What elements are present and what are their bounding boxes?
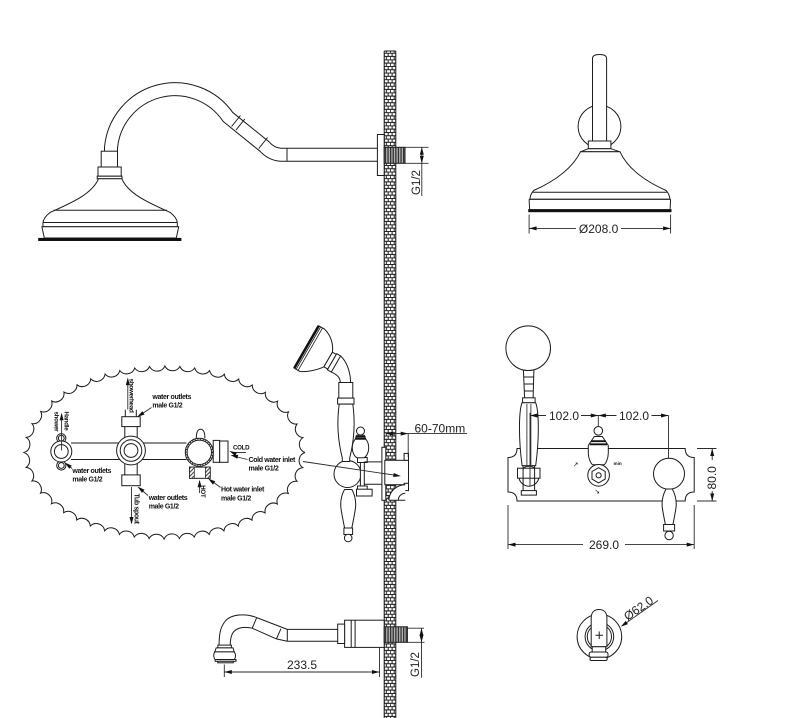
svg-text:min: min — [614, 461, 622, 466]
svg-text:water outlets: water outlets — [71, 468, 111, 475]
svg-text:COLD: COLD — [233, 444, 250, 451]
svg-text:60-70mm: 60-70mm — [415, 421, 466, 435]
svg-text:233.5: 233.5 — [287, 658, 317, 672]
svg-text:showerhead: showerhead — [127, 379, 134, 413]
svg-text:102.0: 102.0 — [619, 409, 649, 423]
svg-text:Tub spout: Tub spout — [133, 494, 140, 525]
svg-text:Hot water inlet: Hot water inlet — [221, 487, 265, 494]
svg-text:male G1/2: male G1/2 — [72, 477, 102, 484]
svg-text:102.0: 102.0 — [549, 409, 579, 423]
svg-text:269.0: 269.0 — [589, 538, 619, 552]
svg-text:Ø208.0: Ø208.0 — [579, 222, 619, 236]
svg-text:Handle: Handle — [63, 412, 70, 432]
svg-text:G1/2: G1/2 — [411, 170, 423, 195]
svg-text:water outlets: water outlets — [148, 495, 188, 502]
svg-text:male G1/2: male G1/2 — [221, 496, 251, 503]
svg-text:male G1/2: male G1/2 — [149, 504, 179, 511]
svg-text:G1/2: G1/2 — [410, 652, 422, 677]
svg-text:↗: ↗ — [573, 462, 578, 469]
svg-text:Cold water inlet: Cold water inlet — [249, 457, 297, 464]
svg-text:male G1/2: male G1/2 — [249, 466, 279, 473]
svg-text:HOT: HOT — [199, 485, 206, 498]
svg-text:↘: ↘ — [595, 489, 600, 496]
svg-text:male G1/2: male G1/2 — [152, 403, 182, 410]
svg-text:water outlets: water outlets — [151, 394, 191, 401]
svg-text:80.0: 80.0 — [705, 466, 719, 490]
svg-text:shower: shower — [53, 412, 60, 433]
